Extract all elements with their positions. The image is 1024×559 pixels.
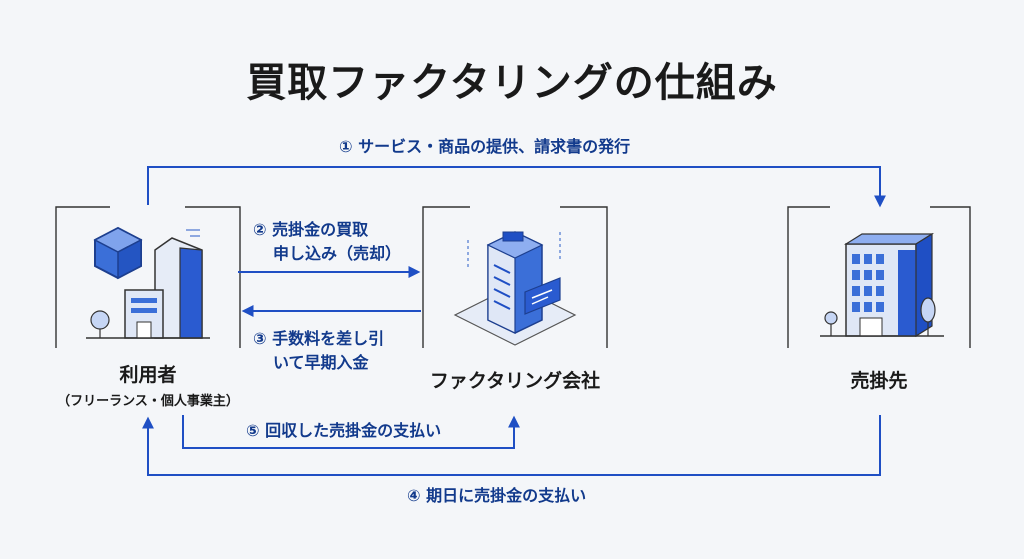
page-title: 買取ファクタリングの仕組み (246, 60, 778, 106)
step1-label: ① サービス・商品の提供、請求書の発行 (339, 137, 631, 156)
debtor-building-icon (820, 232, 944, 338)
user-building-icon (86, 226, 210, 339)
arrow-step4 (142, 415, 881, 476)
step2-label: ② 売掛金の買取 申し込み（売却） (253, 218, 401, 266)
factoring-name: ファクタリング会社 (429, 370, 601, 392)
debtor-name: 売掛先 (850, 370, 908, 392)
user-name: 利用者 (119, 364, 177, 386)
user-subtitle: （フリーランス・個人事業主） (57, 394, 239, 409)
step2-line2: 申し込み（売却） (273, 244, 402, 263)
step3-line2: いて早期入金 (273, 353, 369, 372)
factoring-frame (422, 206, 608, 348)
step5-label: ⑤ 回収した売掛金の支払い (246, 421, 442, 440)
step3-label: ③ 手数料を差し引 いて早期入金 (253, 327, 384, 375)
factoring-building-icon (453, 231, 577, 346)
step4-label: ④ 期日に売掛金の支払い (407, 486, 587, 505)
arrow-step5 (182, 415, 520, 449)
user-frame (55, 206, 241, 348)
step2-line1: ② 売掛金の買取 (253, 220, 369, 239)
step3-line1: ③ 手数料を差し引 (253, 329, 385, 348)
arrow-step1 (147, 166, 886, 208)
debtor-frame (787, 206, 971, 348)
